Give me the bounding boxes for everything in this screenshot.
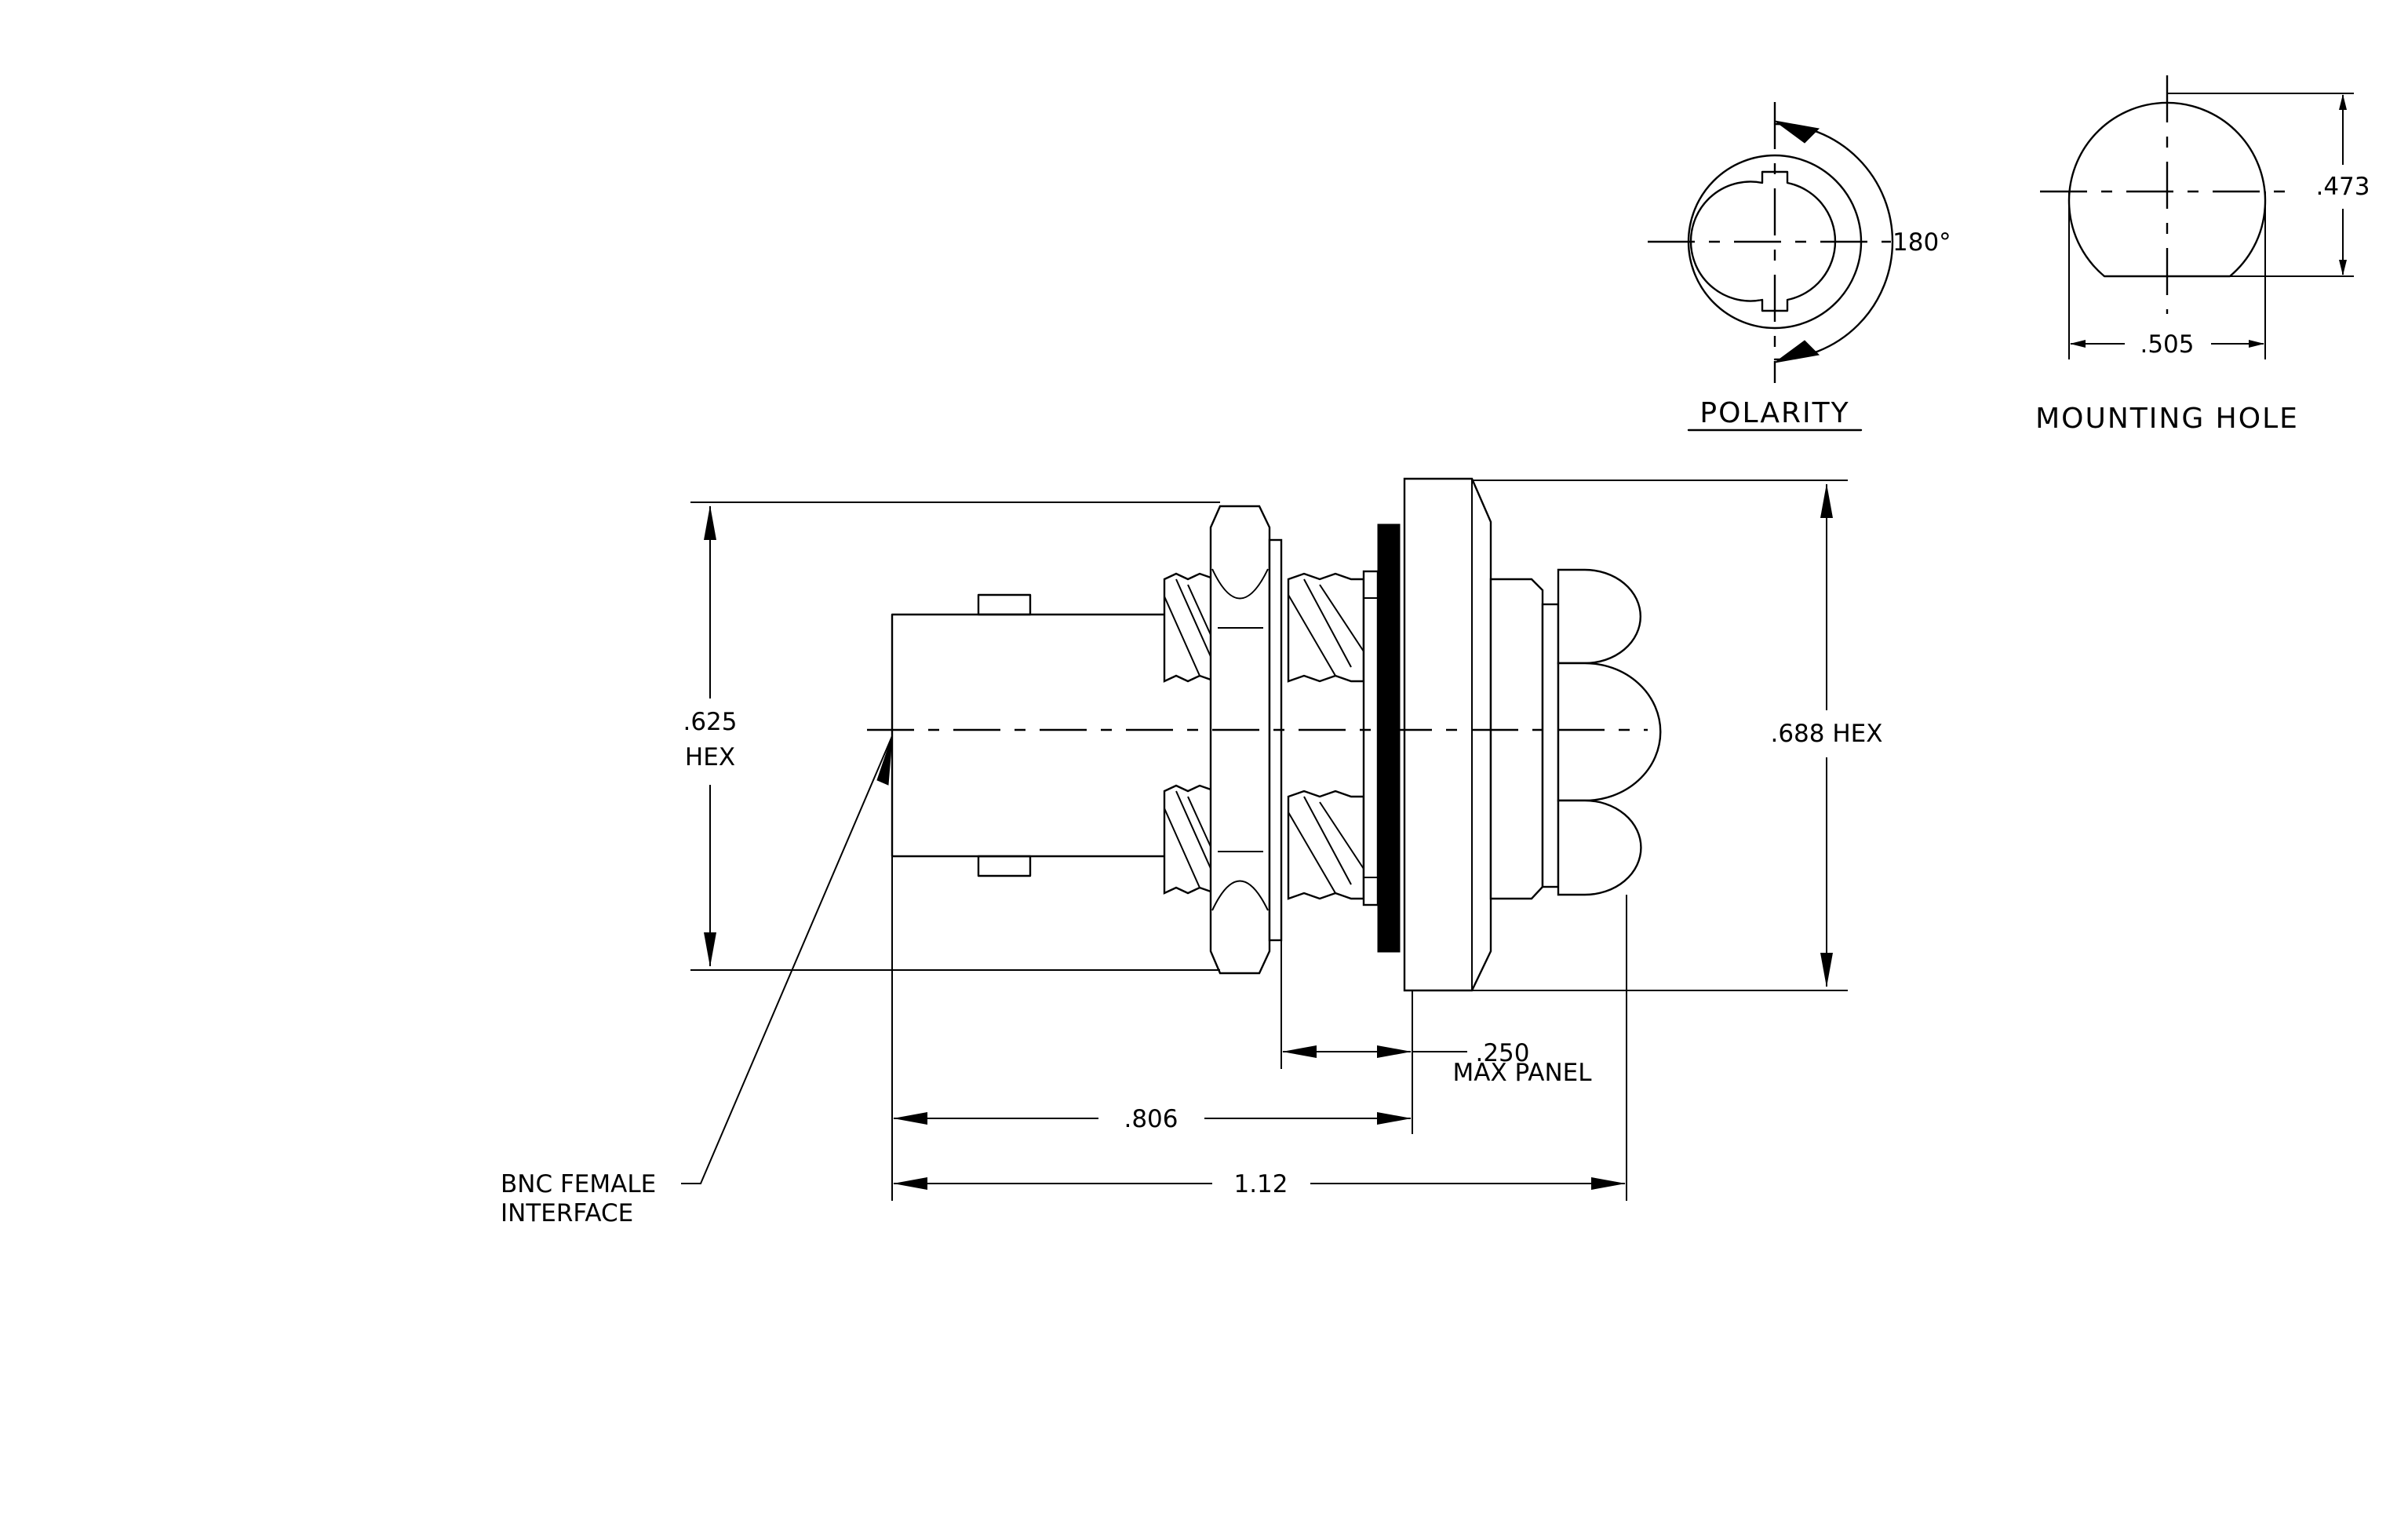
- left-hex-value: .625: [683, 708, 737, 736]
- rear-body: [1489, 578, 1544, 900]
- shoulder-spacer: [1362, 570, 1379, 906]
- solder-terminal-top: [1557, 568, 1642, 665]
- right-hex-label: .688 HEX: [1770, 720, 1882, 748]
- rear-step: [1541, 603, 1560, 888]
- bayonet-stud-top: [977, 593, 1032, 616]
- rotation-arrowhead-bottom: [1774, 340, 1820, 363]
- dimensions: .625 HEX .688 HEX .250 MAX PANEL .806 1.…: [683, 480, 1896, 1201]
- hex-nut-face-2: [1211, 880, 1269, 911]
- mounting-hole-title: MOUNTING HOLE: [2035, 403, 2299, 435]
- mounting-hole-height-label: .473: [2315, 173, 2370, 201]
- connector-side-view: [867, 477, 1662, 992]
- callout-leader: [681, 735, 893, 1184]
- to-panel-value: .806: [1124, 1105, 1178, 1133]
- polarity-angle-label: 180°: [1893, 228, 1951, 257]
- right-hex-label-bg: [1758, 716, 1896, 749]
- callout-line-2: INTERFACE: [501, 1199, 633, 1227]
- bnc-interface-callout: BNC FEMALE INTERFACE: [501, 735, 893, 1227]
- thread-right: [1287, 572, 1365, 900]
- mounting-hole-width-label: .505: [2140, 330, 2194, 359]
- flange: [1403, 477, 1492, 992]
- mounting-hole-view: .473 .505 MOUNTING HOLE: [2035, 75, 2370, 435]
- panel-value: .250: [1475, 1039, 1529, 1067]
- polarity-keyed-bore: [1689, 170, 1837, 312]
- hex-nut: [1209, 505, 1271, 975]
- panel-gasket: [1377, 523, 1401, 953]
- hex-nut-face-1: [1211, 568, 1269, 600]
- left-hex-unit: HEX: [685, 743, 735, 771]
- panel-note: MAX PANEL: [1452, 1059, 1592, 1087]
- rotation-arrowhead-top: [1774, 120, 1820, 144]
- solder-terminal-middle: [1557, 662, 1662, 802]
- solder-terminal-bottom: [1557, 799, 1642, 896]
- rotation-arc: [1773, 122, 1894, 361]
- bayonet-stud-bottom: [977, 855, 1032, 877]
- polarity-title: POLARITY: [1699, 397, 1849, 429]
- callout-arrowhead: [876, 735, 893, 786]
- overall-value: 1.12: [1233, 1170, 1288, 1198]
- callout-line-1: BNC FEMALE: [501, 1170, 656, 1198]
- lock-washer: [1268, 538, 1283, 942]
- polarity-view: 180° POLARITY: [1648, 102, 1951, 432]
- thread-left: [1163, 572, 1217, 895]
